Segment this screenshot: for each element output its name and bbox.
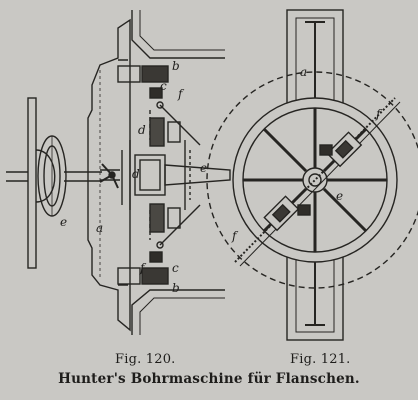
fig121-letter: e: [336, 189, 343, 203]
fig120-letter: e: [60, 215, 67, 229]
fig120-letter: f: [177, 87, 185, 101]
fig120-letter: b: [172, 59, 180, 73]
fig-120-caption: Fig. 120.: [115, 352, 176, 367]
fig120-letter: d: [138, 123, 146, 137]
diagram-title: Hunter's Bohrmaschine für Flanschen.: [58, 371, 360, 387]
fig120-letter: c: [160, 79, 167, 93]
fig120-letter: e: [200, 161, 207, 175]
fig120-letter: b: [172, 281, 180, 295]
fig-121-caption: Fig. 121.: [290, 352, 351, 367]
fig121-letter: a: [300, 65, 307, 79]
fig120-letter: f: [139, 261, 147, 275]
fig120-letter: a: [96, 221, 103, 235]
fig120-letter: c: [172, 261, 179, 275]
fig121-letter: f: [375, 107, 383, 121]
fig120-letter: d: [132, 167, 140, 181]
fig121-letter: f: [231, 229, 239, 243]
